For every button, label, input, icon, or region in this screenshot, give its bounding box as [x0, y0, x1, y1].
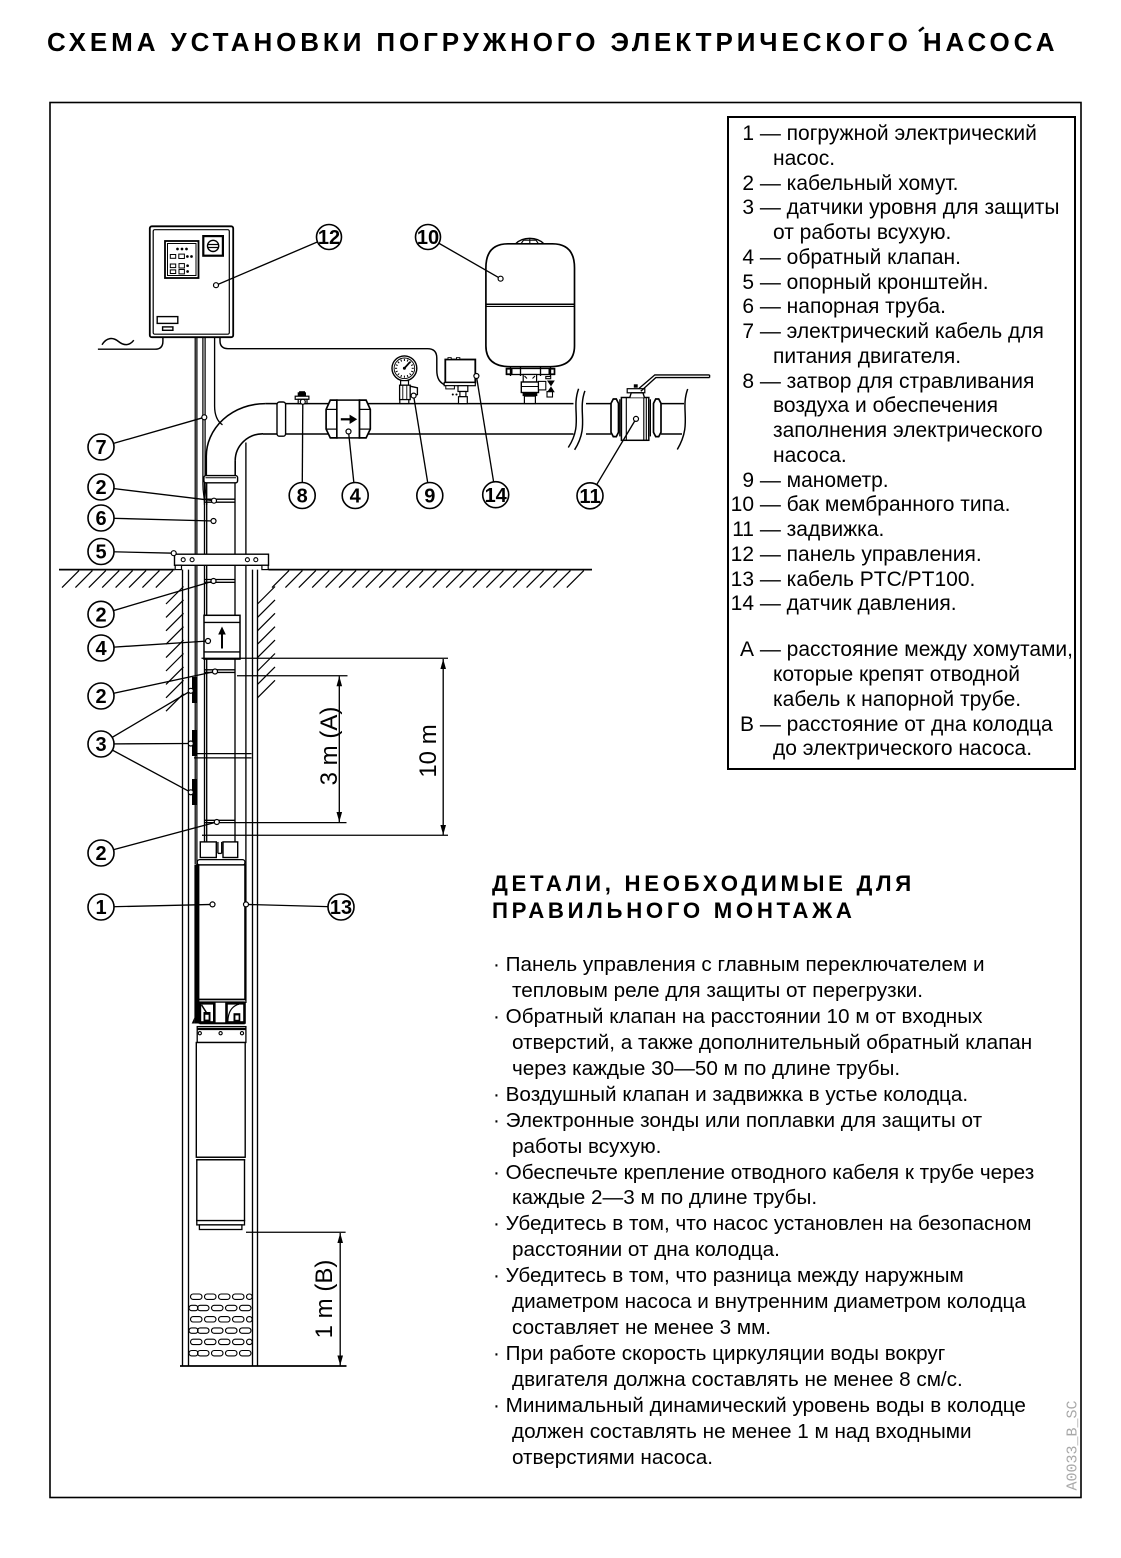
svg-text:2: 2 — [95, 605, 106, 627]
svg-text:3 m (A): 3 m (A) — [316, 707, 343, 786]
svg-text:1 m (B): 1 m (B) — [311, 1260, 338, 1339]
svg-text:13: 13 — [330, 897, 352, 919]
svg-text:12: 12 — [318, 227, 340, 249]
svg-text:4: 4 — [350, 486, 362, 508]
svg-text:3: 3 — [95, 734, 106, 756]
svg-text:6: 6 — [95, 508, 106, 530]
svg-text:7: 7 — [95, 437, 106, 459]
svg-text:2: 2 — [95, 843, 106, 865]
svg-text:11: 11 — [579, 486, 600, 508]
svg-text:5: 5 — [95, 542, 106, 564]
svg-text:8: 8 — [297, 486, 308, 508]
svg-text:10 m: 10 m — [415, 724, 442, 777]
svg-text:4: 4 — [95, 638, 107, 660]
svg-text:2: 2 — [95, 686, 106, 708]
svg-text:2: 2 — [95, 477, 106, 499]
svg-text:9: 9 — [424, 486, 435, 508]
svg-text:1: 1 — [95, 897, 106, 919]
svg-text:14: 14 — [485, 485, 508, 507]
svg-text:10: 10 — [417, 227, 439, 249]
